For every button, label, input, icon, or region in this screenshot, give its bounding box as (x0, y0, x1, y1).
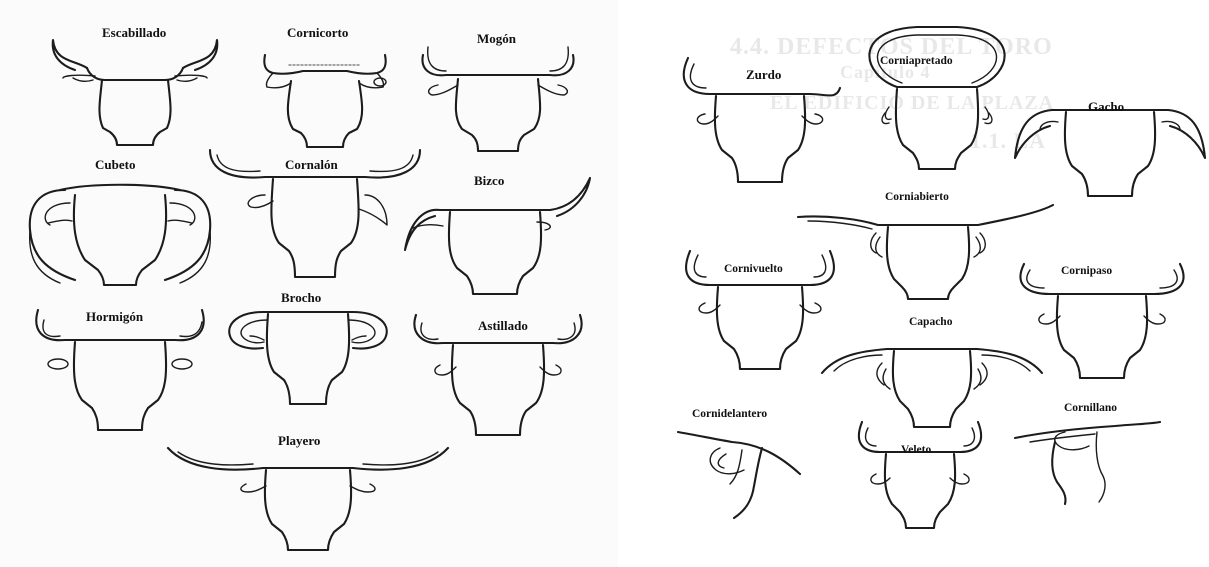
left-panel: Escabillado Cornicorto Mogón Cubeto Corn… (0, 0, 618, 567)
label-cornidelantero: Cornidelantero (692, 407, 767, 421)
panel-divider (618, 0, 630, 567)
mogon-head (422, 47, 573, 151)
label-cornicorto: Cornicorto (287, 26, 348, 40)
label-cornivuelto: Cornivuelto (724, 262, 783, 276)
cornidelantero-head (678, 432, 800, 518)
label-corniapretado: Corniapretado (880, 54, 953, 68)
astillado-head (414, 315, 581, 435)
playero-head (168, 448, 448, 550)
label-cornillano: Cornillano (1064, 401, 1117, 415)
label-escabillado: Escabillado (102, 26, 166, 40)
right-panel: 4.4. DEFECTOS DEL TORO Capítulo 4 EL EDI… (630, 0, 1209, 567)
hormigon-head (36, 310, 203, 430)
bizco-head (405, 178, 590, 294)
cubeto-head (30, 185, 211, 285)
label-zurdo: Zurdo (746, 68, 781, 82)
label-cornipaso: Cornipaso (1061, 264, 1112, 278)
label-mogon: Mogón (477, 32, 516, 46)
label-veleto: Veleto (901, 443, 931, 457)
cornipaso-head (1020, 264, 1183, 378)
cornicorto-head (264, 55, 386, 147)
corniapretado-head (869, 27, 1004, 169)
label-brocho: Brocho (281, 291, 321, 305)
label-gacho: Gacho (1088, 100, 1124, 114)
label-astillado: Astillado (478, 319, 528, 333)
label-playero: Playero (278, 434, 320, 448)
brocho-head (229, 312, 387, 404)
veleto-head (859, 422, 981, 528)
label-bizco: Bizco (474, 174, 504, 188)
left-drawings (0, 0, 618, 567)
label-corniabierto: Corniabierto (885, 190, 949, 204)
label-cubeto: Cubeto (95, 158, 135, 172)
cornillano-head (1015, 422, 1160, 504)
gacho-head (1015, 110, 1205, 196)
label-capacho: Capacho (909, 315, 952, 329)
escabillado-head (53, 40, 218, 145)
capacho-head (822, 349, 1042, 427)
label-hormigon: Hormigón (86, 310, 143, 324)
right-drawings (630, 0, 1209, 567)
label-cornalon: Cornalón (285, 158, 338, 172)
corniabierto-head (798, 205, 1053, 299)
